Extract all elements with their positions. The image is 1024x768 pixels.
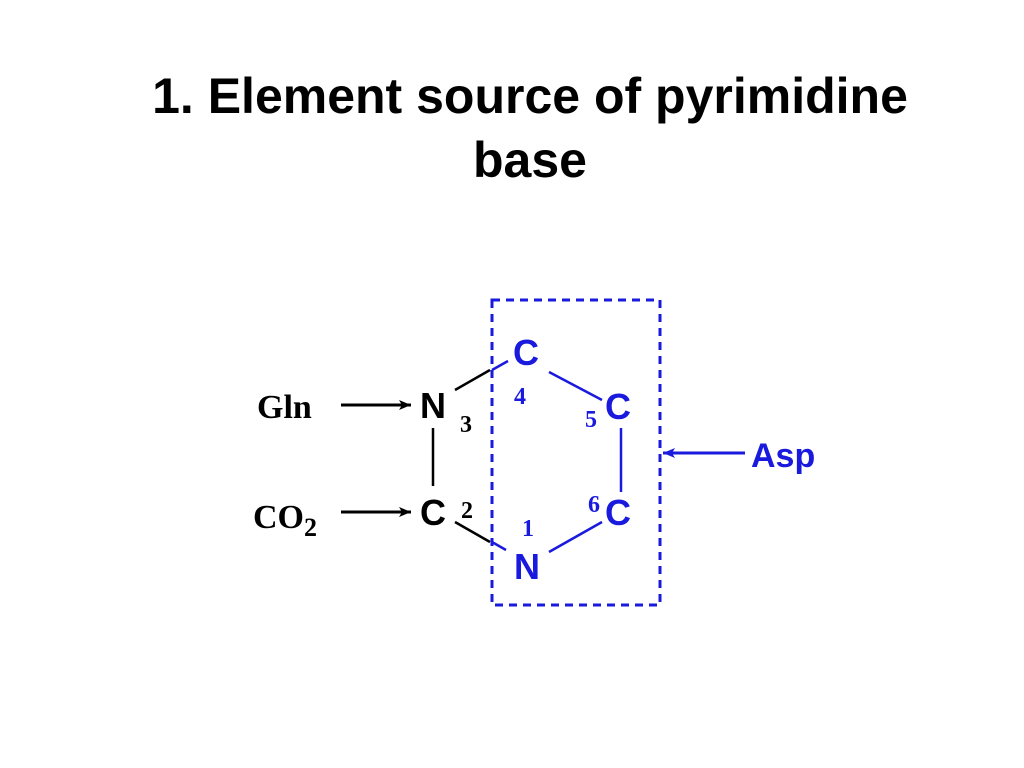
co2-subscript: 2: [304, 513, 317, 542]
title-line-1: 1. Element source of pyrimidine: [152, 68, 908, 124]
bond-c6-n1: [548, 520, 603, 554]
source-co2-label: CO2: [253, 499, 317, 542]
atom-c6: C: [605, 492, 631, 533]
slide-title: 1. Element source of pyrimidine base: [60, 64, 1000, 192]
source-asp-label: Asp: [751, 437, 815, 475]
atom-n3: N: [420, 385, 446, 426]
title-line-2: base: [473, 132, 587, 188]
atom-c2: C: [420, 492, 446, 533]
co2-base: CO: [253, 499, 304, 536]
bond-c2-n1: [454, 520, 491, 544]
atom-c5: C: [605, 386, 631, 427]
source-gln-label: Gln: [257, 389, 312, 426]
atom-c4: C: [513, 332, 539, 373]
bond-n3-c4-blue-end: [491, 359, 509, 372]
aspartate-region-box: [490, 298, 662, 607]
bond-c2-n1-blue-end: [491, 540, 507, 552]
bond-c4-c5: [548, 370, 603, 402]
position-6: 6: [588, 492, 600, 518]
position-2: 2: [461, 498, 473, 524]
position-5: 5: [585, 407, 597, 433]
atom-n1: N: [514, 546, 540, 587]
bond-n3-c4: [454, 368, 491, 392]
position-3: 3: [460, 412, 472, 438]
position-4: 4: [514, 384, 526, 410]
position-1: 1: [522, 516, 534, 542]
